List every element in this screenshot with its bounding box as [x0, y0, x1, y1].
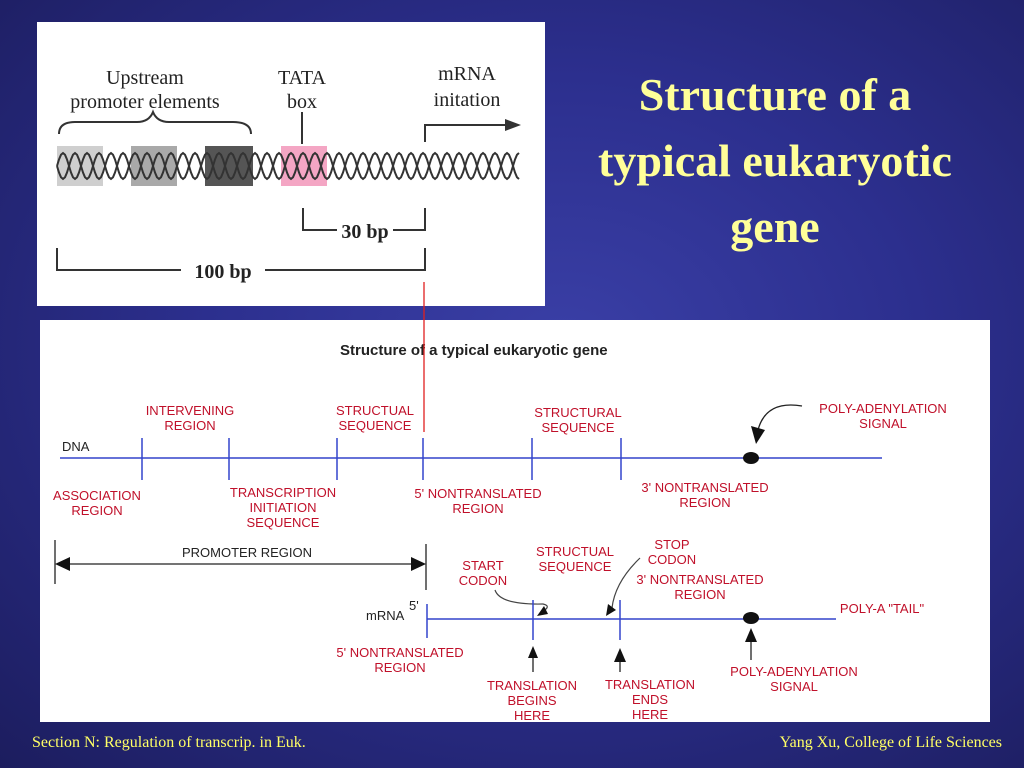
promoter-region-label: PROMOTER REGION: [182, 545, 312, 560]
structural-label-2: SEQUENCE: [542, 420, 615, 435]
stop-codon-arrow-line: [611, 557, 641, 609]
start-codon-label-2: CODON: [459, 573, 507, 588]
translation-begins-label-1: TRANSLATION: [487, 678, 577, 693]
label-100bp: 100 bp: [194, 261, 251, 283]
mrna-structual-label-2: SEQUENCE: [539, 559, 612, 574]
promoter-diagram-panel: Upstream promoter elements TATA box mRNA…: [37, 22, 545, 306]
mrna-init-arrow-line: [424, 124, 509, 142]
polyadenylation-bottom-label-1: POLY-ADENYLATION: [730, 664, 858, 679]
tata-label-line1: TATA: [278, 67, 326, 89]
upstream-label-line2: promoter elements: [70, 91, 220, 113]
polyadenylation-top-arrow-line: [757, 404, 803, 431]
promoter-arrowhead-left: [55, 557, 70, 571]
translation-ends-label-3: HERE: [632, 707, 668, 722]
intervening-label-1: INTERVENING: [146, 403, 235, 418]
tata-label-line2: box: [287, 91, 317, 113]
translation-begins-arrowhead: [528, 646, 538, 658]
dna-helix-strand-a: [56, 151, 520, 181]
promoter-arrowhead-right: [411, 557, 426, 571]
polyadenylation-bottom-label-2: SIGNAL: [770, 679, 818, 694]
mrna-init-label-line2: initation: [434, 89, 501, 111]
mrna-polyadenylation-dot: [743, 612, 759, 624]
mrna-init-arrowhead: [505, 119, 521, 131]
bracket-100bp-right: [265, 248, 426, 271]
polyadenylation-top-arrowhead: [751, 426, 765, 444]
polyadenylation-bottom-arrowhead: [745, 628, 757, 642]
structual-label-1: STRUCTUAL: [336, 403, 414, 418]
bracket-30bp-left: [302, 208, 337, 231]
bracket-100bp-left: [56, 248, 181, 271]
transcription-label-1: TRANSCRIPTION: [230, 485, 336, 500]
mrna-five-nontrans-label-1: 5' NONTRANSLATED: [336, 645, 463, 660]
stop-codon-label-1: STOP: [654, 537, 689, 552]
translation-ends-label-1: TRANSLATION: [605, 677, 695, 692]
bracket-30bp-right: [393, 208, 426, 231]
stop-codon-arrowhead: [606, 604, 616, 616]
five-nontrans-label-1: 5' NONTRANSLATED: [414, 486, 541, 501]
structual-arrow-line: [494, 589, 548, 613]
dna-helix-strand-b: [56, 151, 520, 181]
gene-diagram-title: Structure of a typical eukaryotic gene: [340, 342, 608, 359]
polyadenylation-top-label-1: POLY-ADENYLATION: [819, 401, 947, 416]
translation-begins-label-2: BEGINS: [507, 693, 556, 708]
mrna-init-label-line1: mRNA: [438, 63, 496, 85]
association-label-1: ASSOCIATION: [53, 488, 141, 503]
promoter-diagram: Upstream promoter elements TATA box mRNA…: [56, 63, 521, 283]
start-codon-label-1: START: [462, 558, 503, 573]
mrna-label: mRNA: [366, 608, 405, 623]
five-nontrans-label-2: REGION: [452, 501, 503, 516]
gene-structure-diagram: Structure of a typical eukaryotic gene D…: [53, 342, 947, 723]
three-nontrans-label-2: REGION: [679, 495, 730, 510]
transcription-label-3: SEQUENCE: [247, 515, 320, 530]
mrna-three-nontrans-label-1: 3' NONTRANSLATED: [636, 572, 763, 587]
dna-polyadenylation-dot: [743, 452, 759, 464]
footer-section-label: Section N: Regulation of transcrip. in E…: [32, 734, 306, 751]
intervening-label-2: REGION: [164, 418, 215, 433]
translation-ends-arrowhead: [614, 648, 626, 662]
stop-codon-label-2: CODON: [648, 552, 696, 567]
transcription-label-2: INITIATION: [250, 500, 317, 515]
dna-label: DNA: [62, 439, 90, 454]
association-label-2: REGION: [71, 503, 122, 518]
label-30bp: 30 bp: [341, 221, 388, 243]
upstream-label-line1: Upstream: [106, 67, 184, 89]
translation-begins-label-3: HERE: [514, 708, 550, 723]
structual-arrowhead: [537, 606, 548, 616]
slide-title: Structure of a typical eukaryotic gene: [598, 69, 952, 252]
five-prime-label: 5': [409, 598, 419, 613]
polyadenylation-top-label-2: SIGNAL: [859, 416, 907, 431]
gene-structure-panel: Structure of a typical eukaryotic gene D…: [40, 320, 990, 723]
upstream-brace: [58, 109, 252, 135]
structual-label-2: SEQUENCE: [339, 418, 412, 433]
translation-ends-label-2: ENDS: [632, 692, 668, 707]
mrna-five-nontrans-label-2: REGION: [374, 660, 425, 675]
footer-author-label: Yang Xu, College of Life Sciences: [779, 734, 1002, 751]
mrna-three-nontrans-label-2: REGION: [674, 587, 725, 602]
mrna-structual-label-1: STRUCTUAL: [536, 544, 614, 559]
poly-a-tail-label: POLY-A "TAIL": [840, 601, 925, 616]
structural-label-1: STRUCTURAL: [534, 405, 621, 420]
three-nontrans-label-1: 3' NONTRANSLATED: [641, 480, 768, 495]
